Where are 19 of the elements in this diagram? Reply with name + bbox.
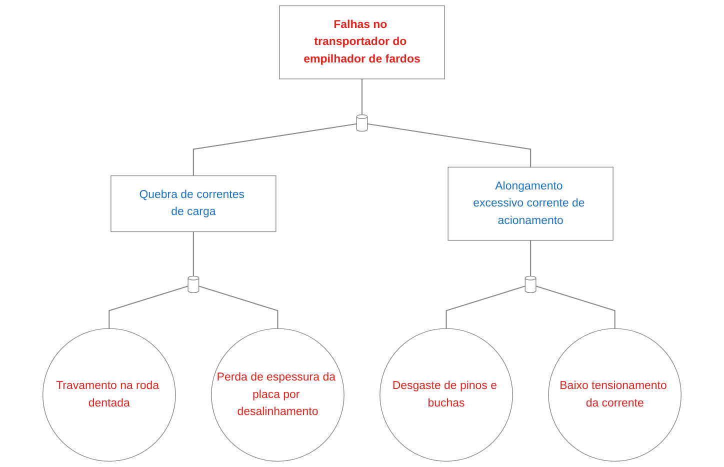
node-circle: Desgaste de pinos e buchas <box>380 328 513 462</box>
node-gate <box>356 114 368 132</box>
connector <box>192 232 194 276</box>
node-circle: Perda de espessura da placa por desalinhamento <box>211 328 344 462</box>
node-gate <box>188 276 200 294</box>
connector <box>108 286 188 329</box>
node-gate <box>524 276 536 294</box>
node-box: Alongamento excessivo corrente de acionamento <box>448 166 614 241</box>
node-circle: Baixo tensionamento da corrente <box>548 328 682 462</box>
connector <box>367 123 532 168</box>
connector <box>361 78 363 115</box>
node-box: Falhas no transportador do empilhador de fardos <box>279 5 445 80</box>
connector <box>536 286 616 329</box>
node-circle: Travamento na roda dentada <box>42 328 176 462</box>
connector <box>530 240 532 276</box>
connector <box>198 286 278 329</box>
node-box: Quebra de correntes de carga <box>110 175 276 232</box>
connector <box>192 123 357 176</box>
connector <box>446 286 526 329</box>
